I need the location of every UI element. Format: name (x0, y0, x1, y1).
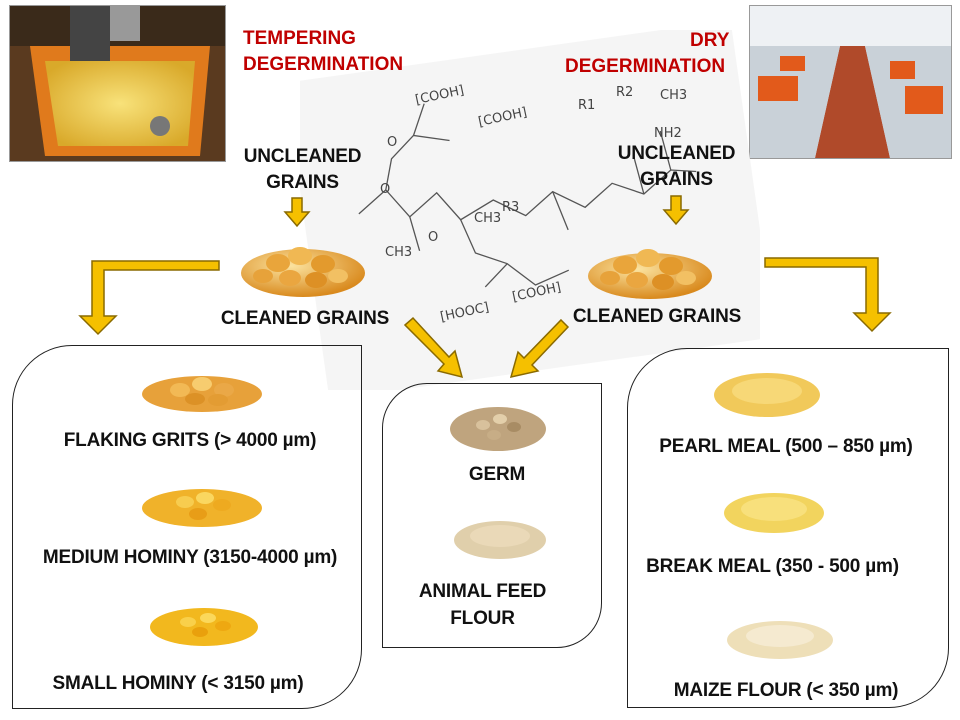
pearl-meal-label: PEARL MEAL (500 – 850 µm) (659, 436, 913, 457)
right-products-box (627, 348, 949, 708)
mol-label-nh2: NH2 (654, 126, 682, 141)
molecule-diagram (284, 20, 776, 400)
right-cleaned-grains-image (585, 232, 715, 302)
left-uncleaned-line1: UNCLEANED (243, 146, 362, 167)
small-hominy-label: SMALL HOMINY (< 3150 µm) (52, 673, 304, 694)
diag-right-arrow (509, 318, 570, 379)
middle-products-box (382, 383, 602, 648)
maize-flour-image (725, 610, 835, 662)
dry-mill-photo (749, 5, 952, 159)
mol-label-o-2: O (380, 182, 391, 197)
medium-hominy-label: MEDIUM HOMINY (3150-4000 µm) (42, 547, 338, 568)
mol-label-ch3-left: CH3 (385, 245, 413, 260)
left-uncleaned-line2: GRAINS (266, 172, 339, 193)
germ-label: GERM (468, 464, 526, 485)
tempering-photo (9, 5, 226, 162)
right-down-arrow (662, 195, 690, 226)
medium-hominy-image (140, 480, 264, 530)
left-down-arrow (283, 197, 311, 228)
right-uncleaned-line1: UNCLEANED (617, 143, 736, 164)
left-elbow-arrow (78, 260, 220, 336)
left-cleaned-grains-image (238, 228, 368, 300)
flaking-grits-label: FLAKING GRITS (> 4000 µm) (63, 430, 317, 451)
diag-left-arrow (403, 316, 464, 379)
germ-image (448, 397, 548, 455)
small-hominy-image (148, 600, 260, 648)
break-meal-image (722, 484, 826, 536)
mol-label-ch3-mid: CH3 (474, 211, 502, 226)
animal-feed-label-line1: ANIMAL FEED (418, 581, 547, 602)
mol-label-r1: R1 (578, 98, 596, 113)
mol-label-o-1: O (387, 135, 398, 150)
dry-title-line1: DRY (690, 30, 730, 51)
right-elbow-arrow (764, 257, 892, 333)
dry-title-line2: DEGERMINATION (565, 56, 726, 77)
animal-feed-flour-image (452, 510, 548, 562)
pearl-meal-image (712, 365, 822, 420)
tempering-title-line2: DEGERMINATION (243, 54, 404, 75)
left-cleaned-grains-label: CLEANED GRAINS (220, 308, 390, 329)
mol-label-r2: R2 (616, 85, 634, 100)
flaking-grits-image (140, 366, 264, 414)
mol-label-o-3: O (428, 230, 439, 245)
animal-feed-label-line2: FLOUR (450, 608, 515, 629)
break-meal-label: BREAK MEAL (350 - 500 µm) (646, 556, 899, 577)
maize-flour-label: MAIZE FLOUR (< 350 µm) (673, 680, 899, 701)
tempering-title-line1: TEMPERING (243, 28, 356, 49)
mol-label-r3: R3 (502, 200, 520, 215)
right-cleaned-grains-label: CLEANED GRAINS (572, 306, 742, 327)
left-products-box (12, 345, 362, 709)
right-uncleaned-line2: GRAINS (640, 169, 713, 190)
mol-label-ch3-top: CH3 (660, 88, 688, 103)
